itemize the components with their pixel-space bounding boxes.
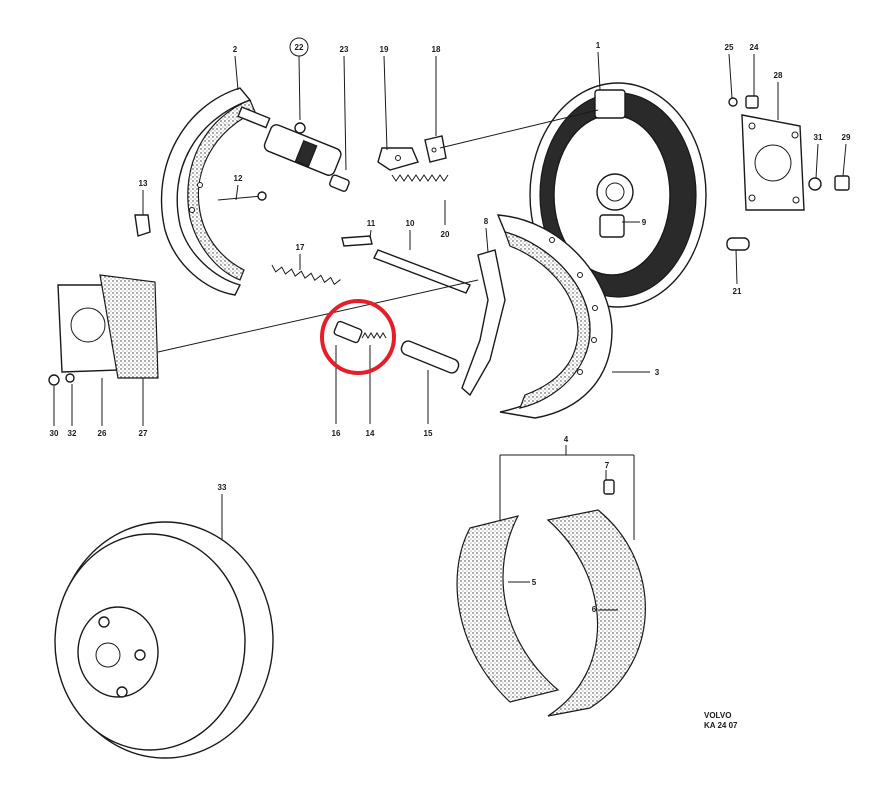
label-12: 12 (234, 174, 243, 183)
label-26: 26 (98, 429, 107, 438)
label-15: 15 (424, 429, 433, 438)
label-22-circle (289, 37, 309, 57)
right-brake-shoe (461, 214, 613, 419)
label-28: 28 (774, 71, 783, 80)
label-21: 21 (733, 287, 742, 296)
small-linkage-parts (217, 191, 471, 294)
label-1: 1 (596, 41, 601, 50)
label-4: 4 (564, 435, 569, 444)
retaining-clip (134, 214, 151, 237)
label-8: 8 (484, 217, 489, 226)
label-7: 7 (605, 461, 610, 470)
label-25: 25 (725, 43, 734, 52)
label-23: 23 (340, 45, 349, 54)
leader-lines (53, 51, 847, 611)
label-30: 30 (50, 429, 59, 438)
label-33: 33 (218, 483, 227, 492)
label-16: 16 (332, 429, 341, 438)
label-27: 27 (139, 429, 148, 438)
left-anchor-plate (48, 274, 159, 386)
label-2: 2 (233, 45, 238, 54)
label-20: 20 (441, 230, 450, 239)
label-13: 13 (139, 179, 148, 188)
part-labels: 1 2 3 4 5 6 7 8 9 10 11 12 13 14 15 16 1… (50, 37, 851, 614)
label-10: 10 (406, 219, 415, 228)
label-24: 24 (750, 43, 759, 52)
springs (271, 174, 449, 286)
label-22: 22 (295, 43, 304, 52)
adjuster-assembly (333, 320, 460, 374)
label-6: 6 (592, 605, 597, 614)
wheel-cylinder (237, 106, 350, 192)
brake-drum (54, 521, 274, 759)
highlight-circle (320, 299, 396, 375)
label-31: 31 (814, 133, 823, 142)
backing-hardware (726, 95, 850, 251)
label-3: 3 (655, 368, 660, 377)
caption-code: KA 24 07 (704, 721, 738, 730)
label-32: 32 (68, 429, 77, 438)
label-11: 11 (367, 219, 376, 228)
label-29: 29 (842, 133, 851, 142)
adjuster-lever-parts (377, 135, 447, 171)
label-17: 17 (296, 243, 305, 252)
label-9: 9 (642, 218, 647, 227)
left-brake-shoe (160, 87, 256, 296)
label-5: 5 (532, 578, 537, 587)
label-19: 19 (380, 45, 389, 54)
brake-linings (456, 479, 646, 717)
label-14: 14 (366, 429, 375, 438)
caption-brand: VOLVO (704, 711, 731, 720)
label-18: 18 (432, 45, 441, 54)
